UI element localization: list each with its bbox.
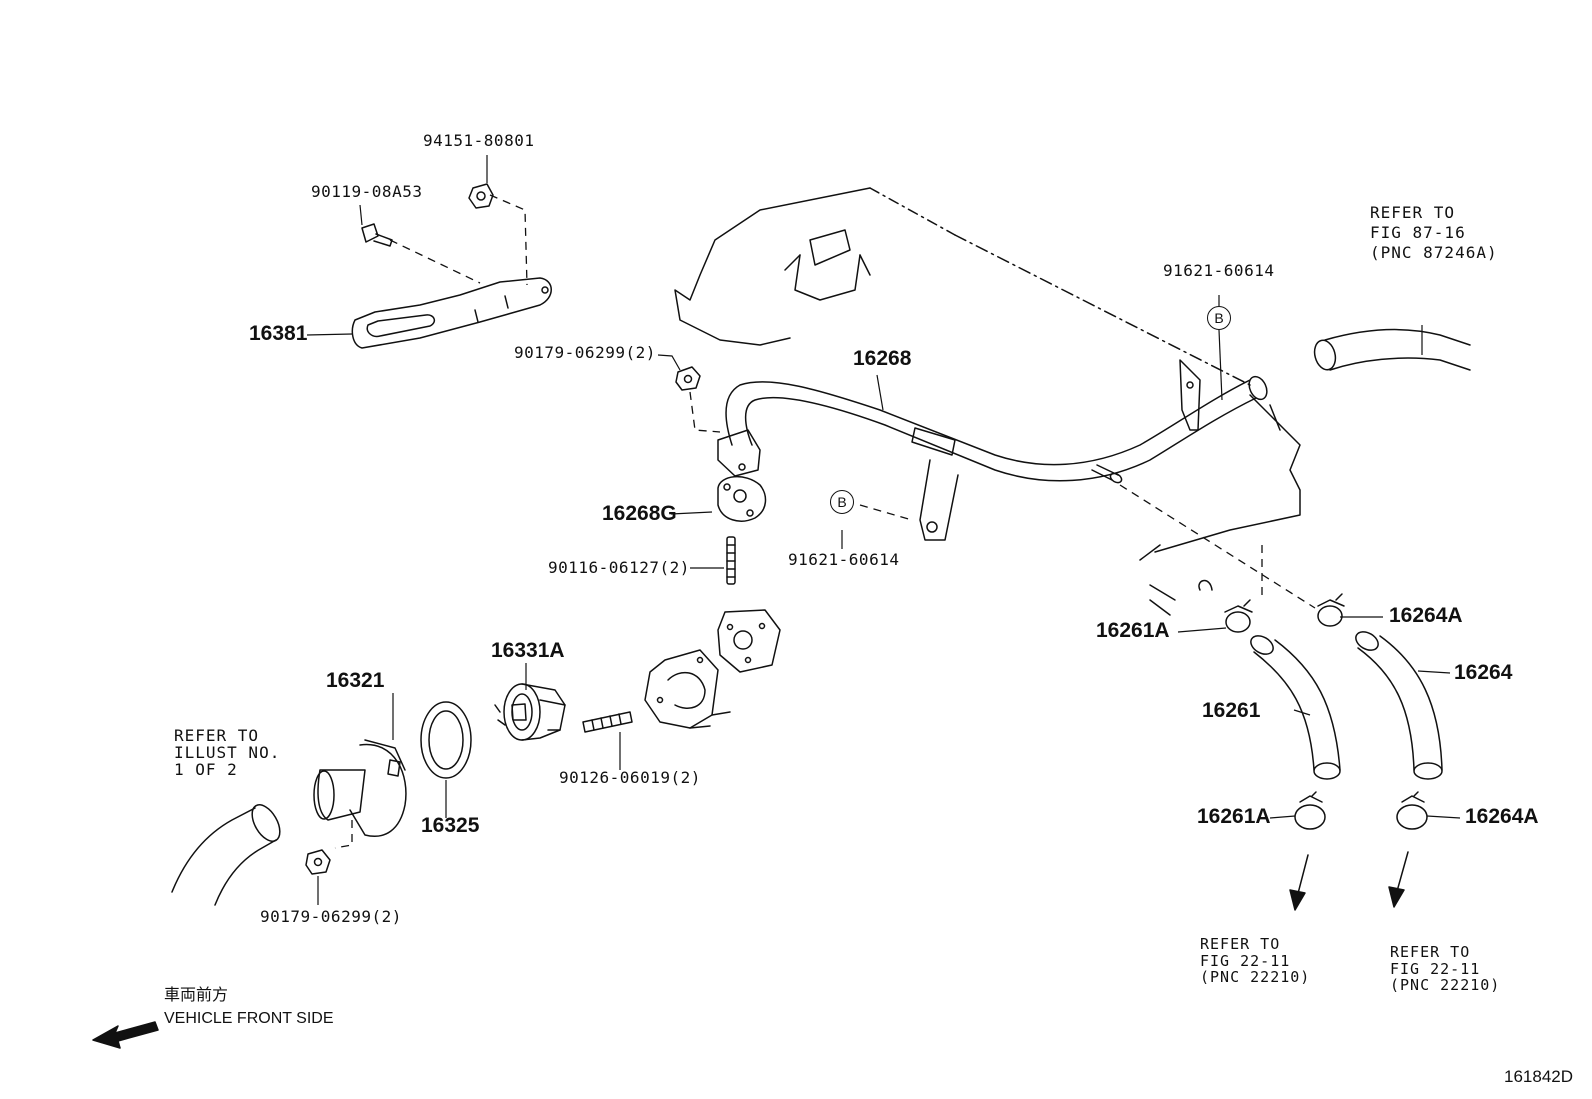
refer-line: REFER TO bbox=[174, 726, 260, 745]
refer-line: 1 OF 2 bbox=[174, 759, 238, 779]
water-inlet-16321 bbox=[313, 739, 407, 837]
bracket-16381 bbox=[351, 277, 552, 349]
refer-fig-22-11-right: REFER TO FIG 22-11 (PNC 22210) bbox=[1390, 944, 1500, 994]
vehicle-front-arrow bbox=[92, 1021, 159, 1049]
label-16264A-top: 16264A bbox=[1389, 604, 1463, 627]
label-16381: 16381 bbox=[249, 322, 308, 345]
label-16261: 16261 bbox=[1202, 699, 1261, 722]
engine-block-outline bbox=[674, 187, 1301, 616]
label-90179-06299-bottom: 90179-06299(2) bbox=[260, 907, 402, 926]
thermostat-16331A bbox=[494, 683, 566, 741]
label-90119-08A53: 90119-08A53 bbox=[311, 182, 423, 201]
refer-illust-1-of-2: REFER TO ILLUST NO. 1 OF 2 bbox=[174, 726, 281, 779]
refer-line: (PNC 87246A) bbox=[1370, 243, 1498, 262]
figure-number: 161842D bbox=[1504, 1067, 1574, 1086]
clamp-16264A-top bbox=[1317, 593, 1345, 627]
refer-line: (PNC 22210) bbox=[1200, 968, 1311, 986]
refer-line: ILLUST NO. bbox=[174, 742, 281, 762]
label-16321: 16321 bbox=[326, 669, 385, 692]
marker-b-right: B bbox=[1207, 306, 1231, 330]
gasket-16268G bbox=[717, 476, 767, 522]
heater-hose-top bbox=[1313, 328, 1471, 371]
label-16261A-top: 16261A bbox=[1096, 619, 1170, 642]
gasket-ring-16325 bbox=[420, 701, 472, 779]
nut-90179-top bbox=[675, 366, 701, 391]
label-16264A-bottom: 16264A bbox=[1465, 805, 1539, 828]
clamp-16261A-top bbox=[1198, 579, 1253, 633]
marker-b-left: B bbox=[830, 490, 854, 514]
refer-line: REFER TO bbox=[1370, 203, 1456, 222]
nut-90179-bottom bbox=[305, 849, 331, 875]
refer-line: REFER TO bbox=[1200, 935, 1281, 953]
label-90126-06019: 90126-06019(2) bbox=[559, 768, 701, 787]
refer-fig-87-16: REFER TO FIG 87-16 (PNC 87246A) bbox=[1370, 203, 1498, 263]
refer-line: FIG 87-16 bbox=[1370, 223, 1466, 242]
radiator-hose bbox=[171, 804, 281, 906]
bolt-90119 bbox=[361, 223, 393, 247]
vehicle-front-label-jp: 車両前方 bbox=[164, 987, 229, 1004]
refer-arrows bbox=[1289, 851, 1409, 911]
label-90179-06299-top: 90179-06299(2) bbox=[514, 343, 656, 362]
label-16261A-bottom: 16261A bbox=[1197, 805, 1271, 828]
hose-16264 bbox=[1355, 631, 1443, 780]
hose-16261 bbox=[1250, 635, 1341, 780]
label-90116-06127: 90116-06127(2) bbox=[548, 558, 690, 577]
label-16264: 16264 bbox=[1454, 661, 1513, 684]
clamp-16261A-bottom bbox=[1294, 791, 1326, 830]
refer-fig-22-11-left: REFER TO FIG 22-11 (PNC 22210) bbox=[1200, 936, 1310, 986]
label-16268: 16268 bbox=[853, 347, 912, 370]
refer-line: REFER TO bbox=[1390, 943, 1471, 961]
label-16331A: 16331A bbox=[491, 639, 565, 662]
assembly-lines bbox=[334, 194, 1316, 849]
refer-line: FIG 22-11 bbox=[1200, 951, 1291, 970]
nut-94151 bbox=[468, 183, 494, 209]
vehicle-front-label-en: VEHICLE FRONT SIDE bbox=[164, 1010, 334, 1027]
label-94151-80801: 94151-80801 bbox=[423, 131, 535, 150]
label-16268G: 16268G bbox=[602, 502, 677, 525]
label-91621-60614-right: 91621-60614 bbox=[1163, 261, 1275, 280]
clamp-16264A-bottom bbox=[1396, 791, 1428, 830]
leader-lines bbox=[306, 155, 1461, 905]
label-91621-60614-left: 91621-60614 bbox=[788, 550, 900, 569]
label-16325: 16325 bbox=[421, 814, 480, 837]
inlet-housing bbox=[644, 609, 781, 729]
stud-90126 bbox=[582, 711, 633, 733]
refer-line: (PNC 22210) bbox=[1390, 976, 1501, 994]
refer-line: FIG 22-11 bbox=[1390, 959, 1481, 978]
stud-90116 bbox=[726, 536, 736, 585]
bypass-pipe-16268 bbox=[717, 359, 1268, 541]
